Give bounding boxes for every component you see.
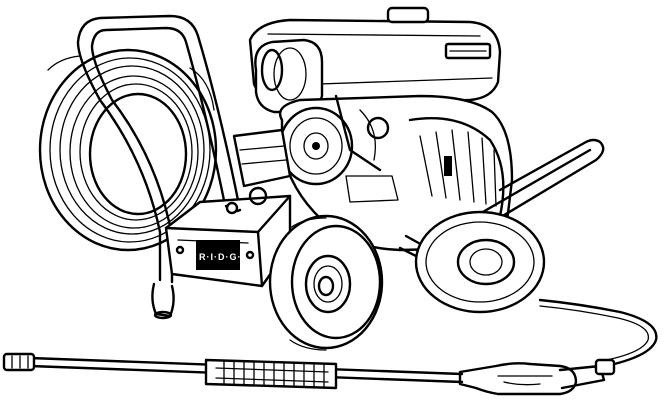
wheel-right [414,210,546,314]
engine [224,6,514,252]
spray-gun [458,358,616,396]
nozzle-tip [2,352,36,372]
engine-switch [444,156,452,176]
spray-wand [2,352,464,390]
pressure-hose [538,298,658,370]
pump-body [232,128,292,188]
wand-grip [204,358,338,390]
coiled-hose [38,48,218,252]
handle-frame [76,14,242,320]
wheel-left [268,214,384,351]
brand-plate [196,240,240,270]
fuel-cap [386,6,430,24]
brand-logo-text: R·I·D·G·I·D [199,252,257,262]
